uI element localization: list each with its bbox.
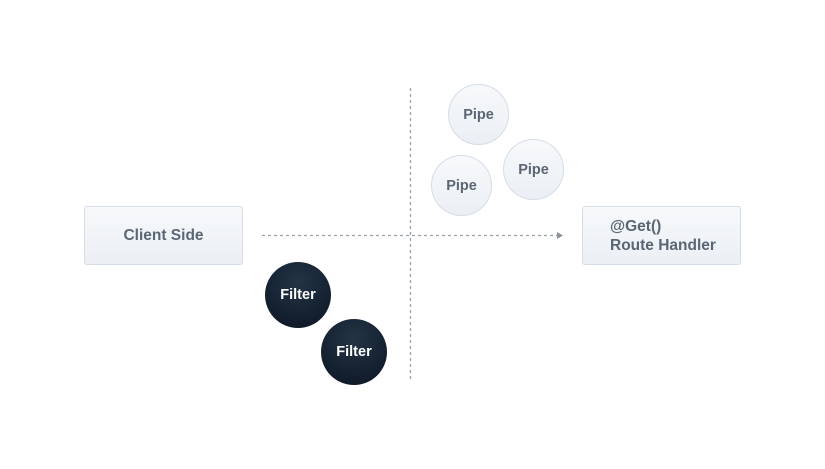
filter-circle: Filter <box>321 319 387 385</box>
pipe-circle: Pipe <box>431 155 492 216</box>
filter-label: Filter <box>280 287 316 303</box>
pipe-label: Pipe <box>518 161 549 178</box>
flow-arrowhead-icon <box>557 232 563 239</box>
filter-circle: Filter <box>265 262 331 328</box>
client-side-box: Client Side <box>84 206 243 265</box>
client-side-label: Client Side <box>123 226 204 244</box>
pipe-circle: Pipe <box>448 84 509 145</box>
route-handler-decorator: @Get() <box>610 217 662 235</box>
pipe-circle: Pipe <box>503 139 564 200</box>
route-handler-box: @Get() Route Handler <box>582 206 741 265</box>
pipe-label: Pipe <box>446 177 477 194</box>
filter-label: Filter <box>336 344 372 360</box>
pipe-label: Pipe <box>463 106 494 123</box>
route-handler-label: Route Handler <box>610 236 716 254</box>
